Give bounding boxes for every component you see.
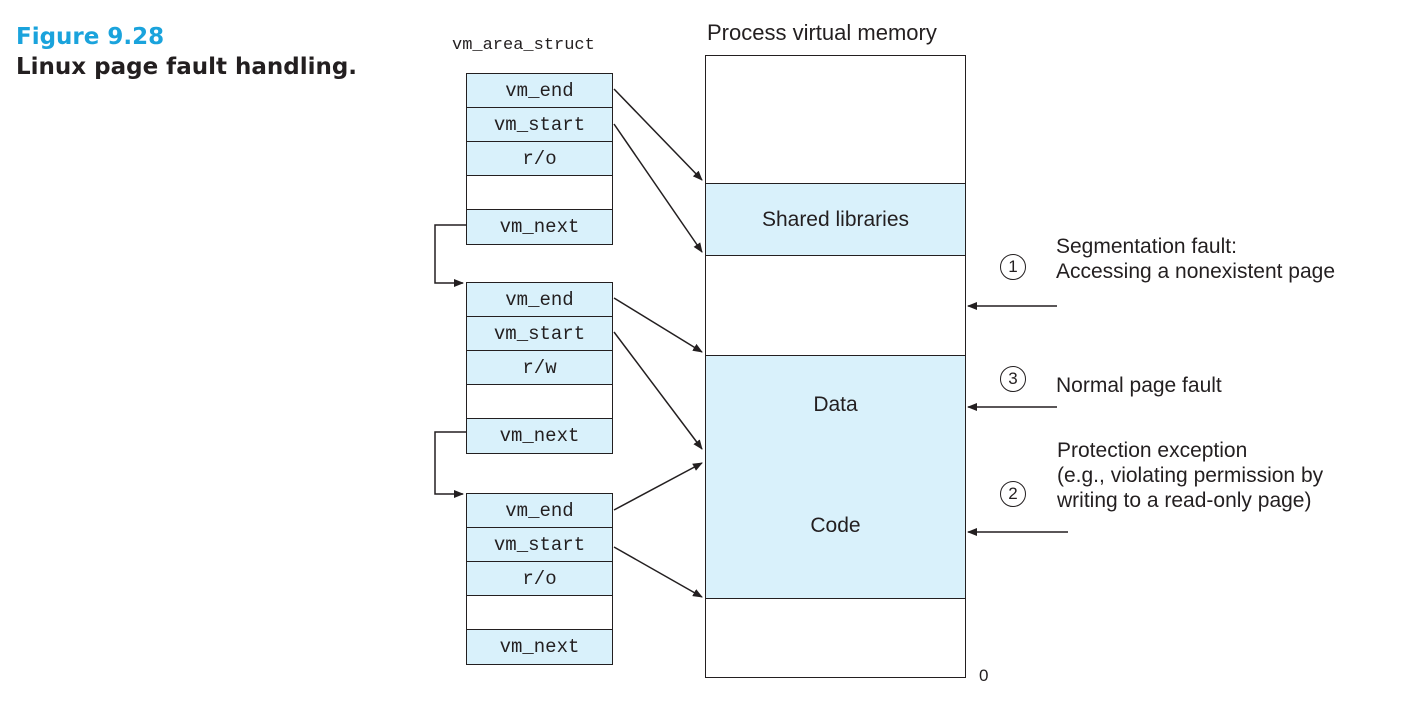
segment-shared-libraries: Shared libraries <box>706 183 965 256</box>
fault-text-normal: Normal page fault <box>1056 374 1222 397</box>
segment-code: Code <box>706 453 965 599</box>
arrow-vm-end-2 <box>613 297 703 353</box>
segment-data: Data <box>706 355 965 455</box>
field-vm-start: vm_start <box>467 108 612 142</box>
figure-title: Linux page fault handling. <box>16 54 358 80</box>
arrow-vm-next-1 <box>434 224 466 287</box>
field-permissions: r/o <box>467 562 612 596</box>
arrow-vm-start-1 <box>613 123 703 253</box>
process-virtual-memory-box: Shared libraries Data Code <box>705 55 966 678</box>
address-zero-label: 0 <box>979 666 989 685</box>
fault-number-1: 1 <box>1000 254 1026 280</box>
arrow-vm-end-1 <box>613 88 703 181</box>
arrow-vm-next-2 <box>434 431 466 498</box>
vm-area-struct-2: vm_end vm_start r/w vm_next <box>466 282 613 454</box>
fault-number-3: 3 <box>1000 366 1026 392</box>
field-vm-end: vm_end <box>467 283 612 317</box>
arrow-vm-end-3 <box>613 462 703 511</box>
field-vm-next: vm_next <box>467 419 612 453</box>
field-empty <box>467 385 612 419</box>
arrow-vm-start-3 <box>613 546 703 598</box>
vm-area-struct-3: vm_end vm_start r/o vm_next <box>466 493 613 665</box>
fault-text-segmentation: Segmentation fault: Accessing a nonexist… <box>1056 235 1336 283</box>
fault-number-2: 2 <box>1000 481 1026 507</box>
field-permissions: r/w <box>467 351 612 385</box>
field-empty <box>467 176 612 210</box>
vm-area-struct-label: vm_area_struct <box>452 36 595 55</box>
figure-caption: Figure 9.28 Linux page fault handling. <box>16 22 357 82</box>
field-vm-start: vm_start <box>467 528 612 562</box>
vm-area-struct-1: vm_end vm_start r/o vm_next <box>466 73 613 245</box>
arrow-vm-start-2 <box>613 331 703 450</box>
field-vm-end: vm_end <box>467 494 612 528</box>
field-vm-start: vm_start <box>467 317 612 351</box>
field-empty <box>467 596 612 630</box>
field-vm-next: vm_next <box>467 210 612 244</box>
field-vm-next: vm_next <box>467 630 612 664</box>
fault-text-protection: Protection exception (e.g., violating pe… <box>1057 439 1324 512</box>
field-vm-end: vm_end <box>467 74 612 108</box>
process-virtual-memory-label: Process virtual memory <box>707 20 937 45</box>
field-permissions: r/o <box>467 142 612 176</box>
figure-number: Figure 9.28 <box>16 24 165 50</box>
